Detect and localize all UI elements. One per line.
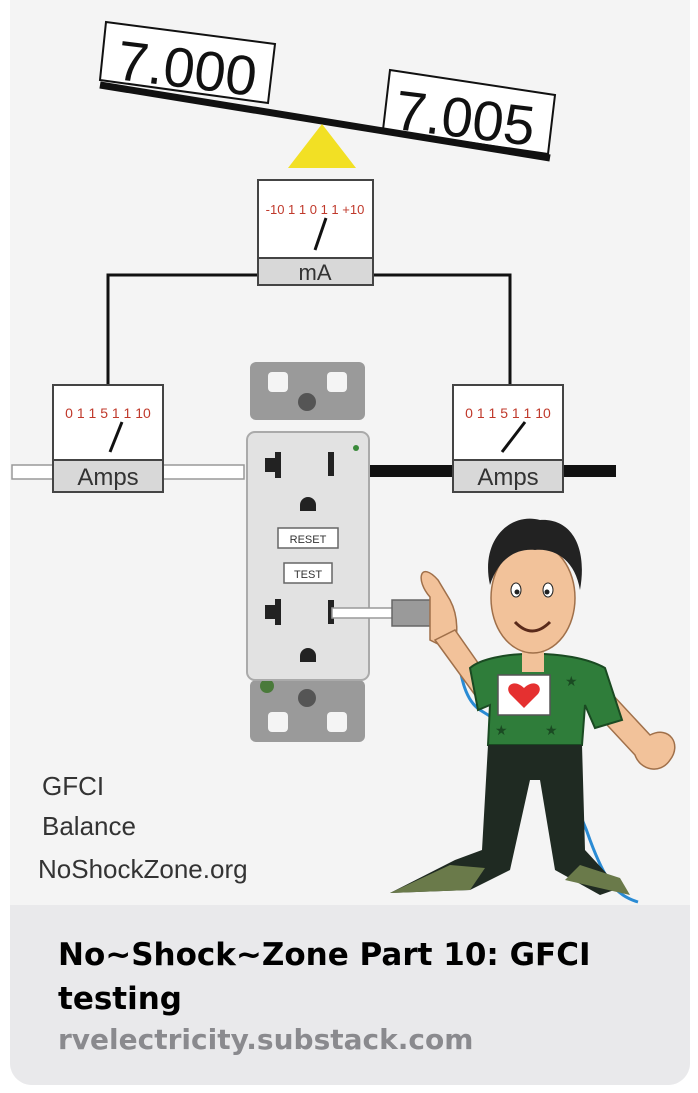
preview-domain: rvelectricity.substack.com	[58, 1023, 474, 1056]
center-meter-unit: mA	[299, 260, 332, 285]
milliamp-meter: -10 1 1 0 1 1 +10 mA	[257, 179, 374, 286]
svg-text:★: ★	[565, 673, 578, 689]
gfci-text: GFCI	[42, 771, 104, 801]
cartoon-person: ★ ★ ★ ★	[390, 518, 676, 895]
gfci-outlet: RESET TEST	[246, 362, 370, 742]
balance-text: Balance	[42, 811, 136, 841]
center-meter-scale: -10 1 1 0 1 1 +10	[266, 202, 365, 217]
gfci-balance-illustration: 7.000 7.005 -10 1 1 0 1 1 +10 mA	[11, 20, 676, 904]
reset-label: RESET	[290, 534, 327, 546]
preview-caption[interactable]: No~Shock~Zone Part 10: GFCI testing rvel…	[10, 905, 690, 1085]
balance-scale: 7.000 7.005	[98, 20, 557, 168]
fulcrum-triangle	[288, 124, 356, 168]
link-preview-card[interactable]: 7.000 7.005 -10 1 1 0 1 1 +10 mA	[10, 0, 690, 1085]
right-meter-scale: 0 1 1 5 1 1 10	[465, 405, 551, 421]
site-watermark: NoShockZone.org	[38, 854, 248, 884]
right-meter-unit: Amps	[477, 464, 538, 491]
preview-image[interactable]: 7.000 7.005 -10 1 1 0 1 1 +10 mA	[10, 0, 690, 905]
preview-title: No~Shock~Zone Part 10: GFCI testing	[58, 937, 591, 1017]
svg-text:★: ★	[545, 722, 558, 738]
svg-text:★: ★	[495, 722, 508, 738]
left-meter-scale: 0 1 1 5 1 1 10	[65, 405, 151, 421]
right-amp-meter: 0 1 1 5 1 1 10 Amps	[452, 384, 564, 493]
left-amp-meter: 0 1 1 5 1 1 10 Amps	[52, 384, 164, 493]
left-meter-unit: Amps	[77, 464, 138, 491]
test-label: TEST	[294, 569, 322, 581]
wires	[106, 273, 512, 385]
